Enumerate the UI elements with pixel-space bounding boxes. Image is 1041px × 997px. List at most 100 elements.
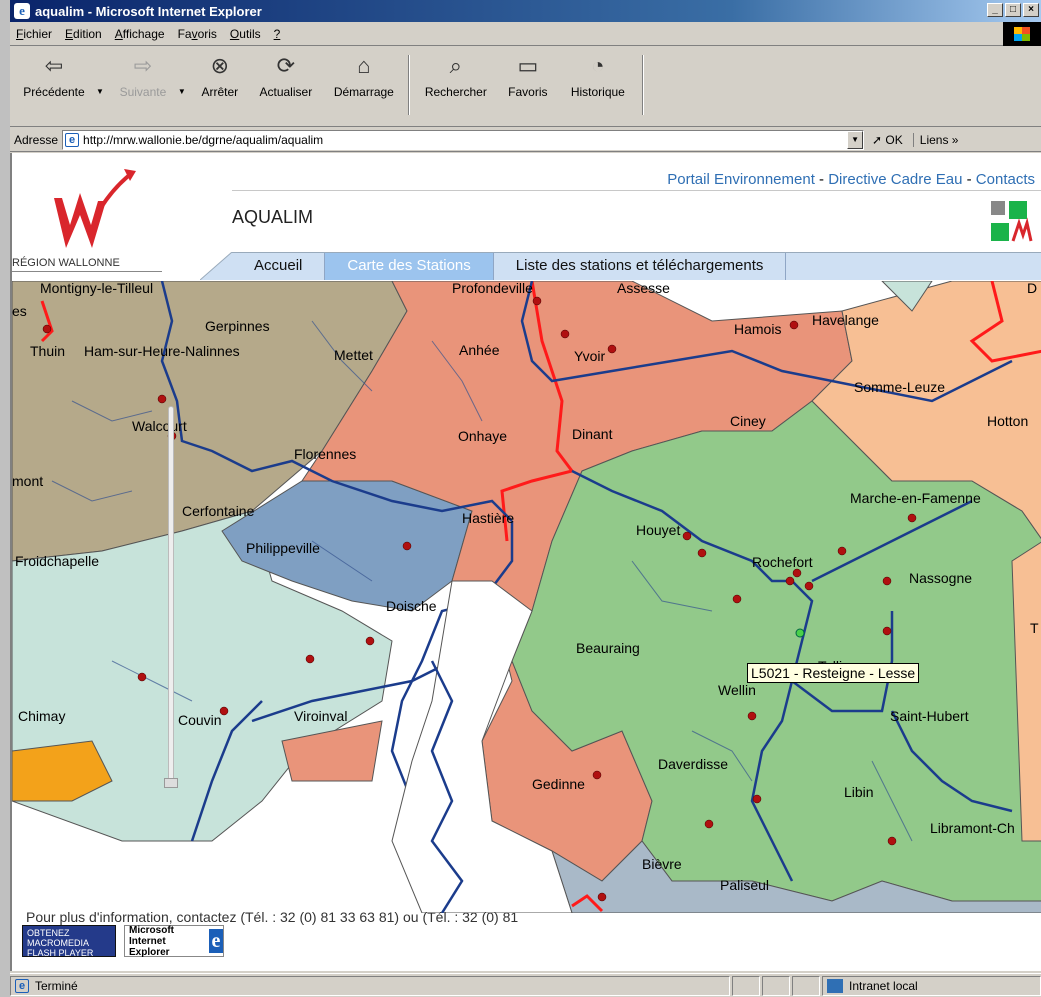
svg-text:Chimay: Chimay — [18, 708, 65, 724]
region-peach — [811, 281, 1041, 540]
home-icon: ⌂ — [357, 53, 371, 78]
tab-accueil[interactable]: Accueil — [232, 253, 326, 280]
page-content: Portail Environnement - Directive Cadre … — [10, 153, 1041, 971]
address-input[interactable]: e http://mrw.wallonie.be/dgrne/aqualim/a… — [62, 129, 865, 150]
svg-text:Gerpinnes: Gerpinnes — [205, 318, 270, 334]
minimize-button[interactable]: _ — [987, 3, 1003, 17]
address-label: Adresse — [14, 132, 59, 147]
ie-logo-icon: e — [208, 929, 223, 953]
toolbar-separator — [641, 55, 644, 115]
forward-button[interactable]: ⇨ Suivante — [119, 53, 167, 99]
menu-favoris[interactable]: Favoris — [177, 26, 217, 41]
border-line — [500, 281, 575, 542]
tab-carte-des-stations[interactable]: Carte des Stations — [325, 253, 494, 280]
svg-text:Houyet: Houyet — [636, 522, 680, 538]
svg-text:Bièvre: Bièvre — [642, 856, 682, 872]
forward-dropdown-icon[interactable]: ▼ — [177, 87, 186, 96]
menu-outils[interactable]: Outils — [229, 26, 261, 41]
stop-button[interactable]: ⊗ Arrêter — [201, 53, 239, 99]
svg-text:Havelange: Havelange — [812, 312, 879, 328]
status-cell — [732, 975, 760, 996]
search-icon: ⌕ — [449, 53, 462, 78]
page-done-icon: e — [15, 978, 29, 993]
search-button[interactable]: ⌕ Rechercher — [424, 53, 487, 99]
svg-text:Wellin: Wellin — [718, 682, 756, 698]
svg-text:Doische: Doische — [386, 598, 437, 614]
svg-text:Dinant: Dinant — [572, 426, 613, 442]
security-zone-pane: Intranet local — [822, 975, 1041, 996]
place-labels: Montigny-le-Tilleul Gerpinnes Ham-sur-He… — [12, 281, 1039, 893]
region-wallonne-logo[interactable] — [14, 163, 154, 253]
svg-text:Couvin: Couvin — [178, 712, 222, 728]
tab-bar-slant — [200, 252, 234, 280]
svg-text:Libin: Libin — [844, 784, 874, 800]
region-lightteal — [12, 510, 393, 842]
back-button[interactable]: ⇦ Précédente — [23, 53, 85, 99]
svg-text:Froidchapelle: Froidchapelle — [15, 553, 99, 569]
region-grayblue — [551, 840, 1041, 913]
svg-text:Daverdisse: Daverdisse — [658, 756, 728, 772]
svg-text:Rochefort: Rochefort — [752, 554, 813, 570]
menu-bar: Fichier Edition Affichage Favoris Outils… — [10, 22, 1041, 46]
svg-text:Florennes: Florennes — [294, 446, 356, 462]
svg-text:Libramont-Ch: Libramont-Ch — [930, 820, 1015, 836]
toolbar: ⇦ Précédente ▼ ⇨ Suivante ▼ ⊗ Arrêter ⟳ … — [10, 47, 1041, 127]
tab-bar: Accueil Carte des Stations Liste des sta… — [232, 252, 1041, 280]
menu-help[interactable]: ? — [273, 26, 281, 41]
svg-text:Walcourt: Walcourt — [132, 418, 187, 434]
svg-text:Mettet: Mettet — [334, 347, 373, 363]
svg-text:Viroinval: Viroinval — [294, 708, 347, 724]
toolbar-separator — [407, 55, 410, 115]
home-button[interactable]: ⌂ Démarrage — [333, 53, 394, 99]
stop-icon: ⊗ — [210, 53, 230, 78]
svg-text:Montigny-le-Tilleul: Montigny-le-Tilleul — [40, 281, 153, 296]
station-map[interactable]: Montigny-le-Tilleul Gerpinnes Ham-sur-He… — [12, 281, 1041, 913]
forward-arrow-icon: ⇨ — [133, 53, 153, 78]
history-button[interactable]: ◔ Historique — [570, 53, 625, 99]
menu-edition[interactable]: Edition — [65, 26, 102, 41]
address-url: http://mrw.wallonie.be/dgrne/aqualim/aqu… — [83, 132, 324, 147]
site-title: AQUALIM — [232, 207, 314, 227]
footer-contact: Pour plus d'information, contactez (Tél.… — [26, 909, 519, 925]
svg-text:Anhée: Anhée — [459, 342, 500, 358]
address-dropdown-icon[interactable]: ▼ — [847, 130, 864, 149]
maximize-button[interactable]: □ — [1005, 3, 1021, 17]
close-button[interactable]: × — [1023, 3, 1039, 17]
svg-text:Ciney: Ciney — [730, 413, 766, 429]
menu-fichier[interactable]: Fichier — [16, 26, 53, 41]
go-button[interactable]: ➚ OK — [872, 132, 903, 147]
back-arrow-icon: ⇦ — [44, 53, 64, 78]
svg-text:Onhaye: Onhaye — [458, 428, 507, 444]
status-bar: e Terminé Intranet local — [10, 973, 1041, 997]
intranet-zone-icon — [827, 978, 843, 993]
ie-icon: e — [14, 3, 30, 19]
svg-text:Marche-en-Famenne: Marche-en-Famenne — [850, 490, 981, 506]
refresh-button[interactable]: ⟳ Actualiser — [259, 53, 313, 99]
rw-small-logo — [991, 201, 1033, 242]
zoom-slider-track[interactable] — [168, 406, 174, 786]
links-button[interactable]: Liens » — [912, 132, 958, 147]
svg-text:es: es — [12, 303, 27, 319]
svg-text:Gedinne: Gedinne — [532, 776, 585, 792]
zoom-slider-handle[interactable] — [164, 778, 178, 788]
svg-text:Thuin: Thuin — [30, 343, 65, 359]
region-orange — [12, 740, 113, 802]
svg-text:Beauraing: Beauraing — [576, 640, 640, 656]
favorites-button[interactable]: ▭ Favoris — [508, 53, 548, 99]
menu-affichage[interactable]: Affichage — [114, 26, 165, 41]
tab-liste-des-stations[interactable]: Liste des stations et téléchargements — [494, 253, 787, 280]
address-bar: Adresse e http://mrw.wallonie.be/dgrne/a… — [10, 128, 1041, 152]
back-dropdown-icon[interactable]: ▼ — [96, 87, 104, 96]
title-bar: e aqualim - Microsoft Internet Explorer … — [10, 0, 1041, 22]
link-portail-environnement[interactable]: Portail Environnement — [667, 171, 815, 188]
station-tooltip: L5021 - Resteigne - Lesse — [747, 663, 920, 683]
station-l5021-selected — [795, 628, 805, 638]
svg-text:Hotton: Hotton — [987, 413, 1028, 429]
footer-badges: OBTENEZ MACROMEDIA FLASH PLAYER 33 63 81… — [22, 925, 224, 971]
page-icon: e — [65, 132, 80, 147]
flash-player-badge[interactable]: OBTENEZ MACROMEDIA FLASH PLAYER 33 63 81… — [22, 925, 116, 971]
ie-badge[interactable]: Microsoft Internet Explorer e — [124, 925, 224, 958]
link-contacts[interactable]: Contacts — [975, 171, 1035, 188]
link-directive-cadre-eau[interactable]: Directive Cadre Eau — [828, 171, 963, 188]
svg-text:Hamois: Hamois — [734, 321, 781, 337]
